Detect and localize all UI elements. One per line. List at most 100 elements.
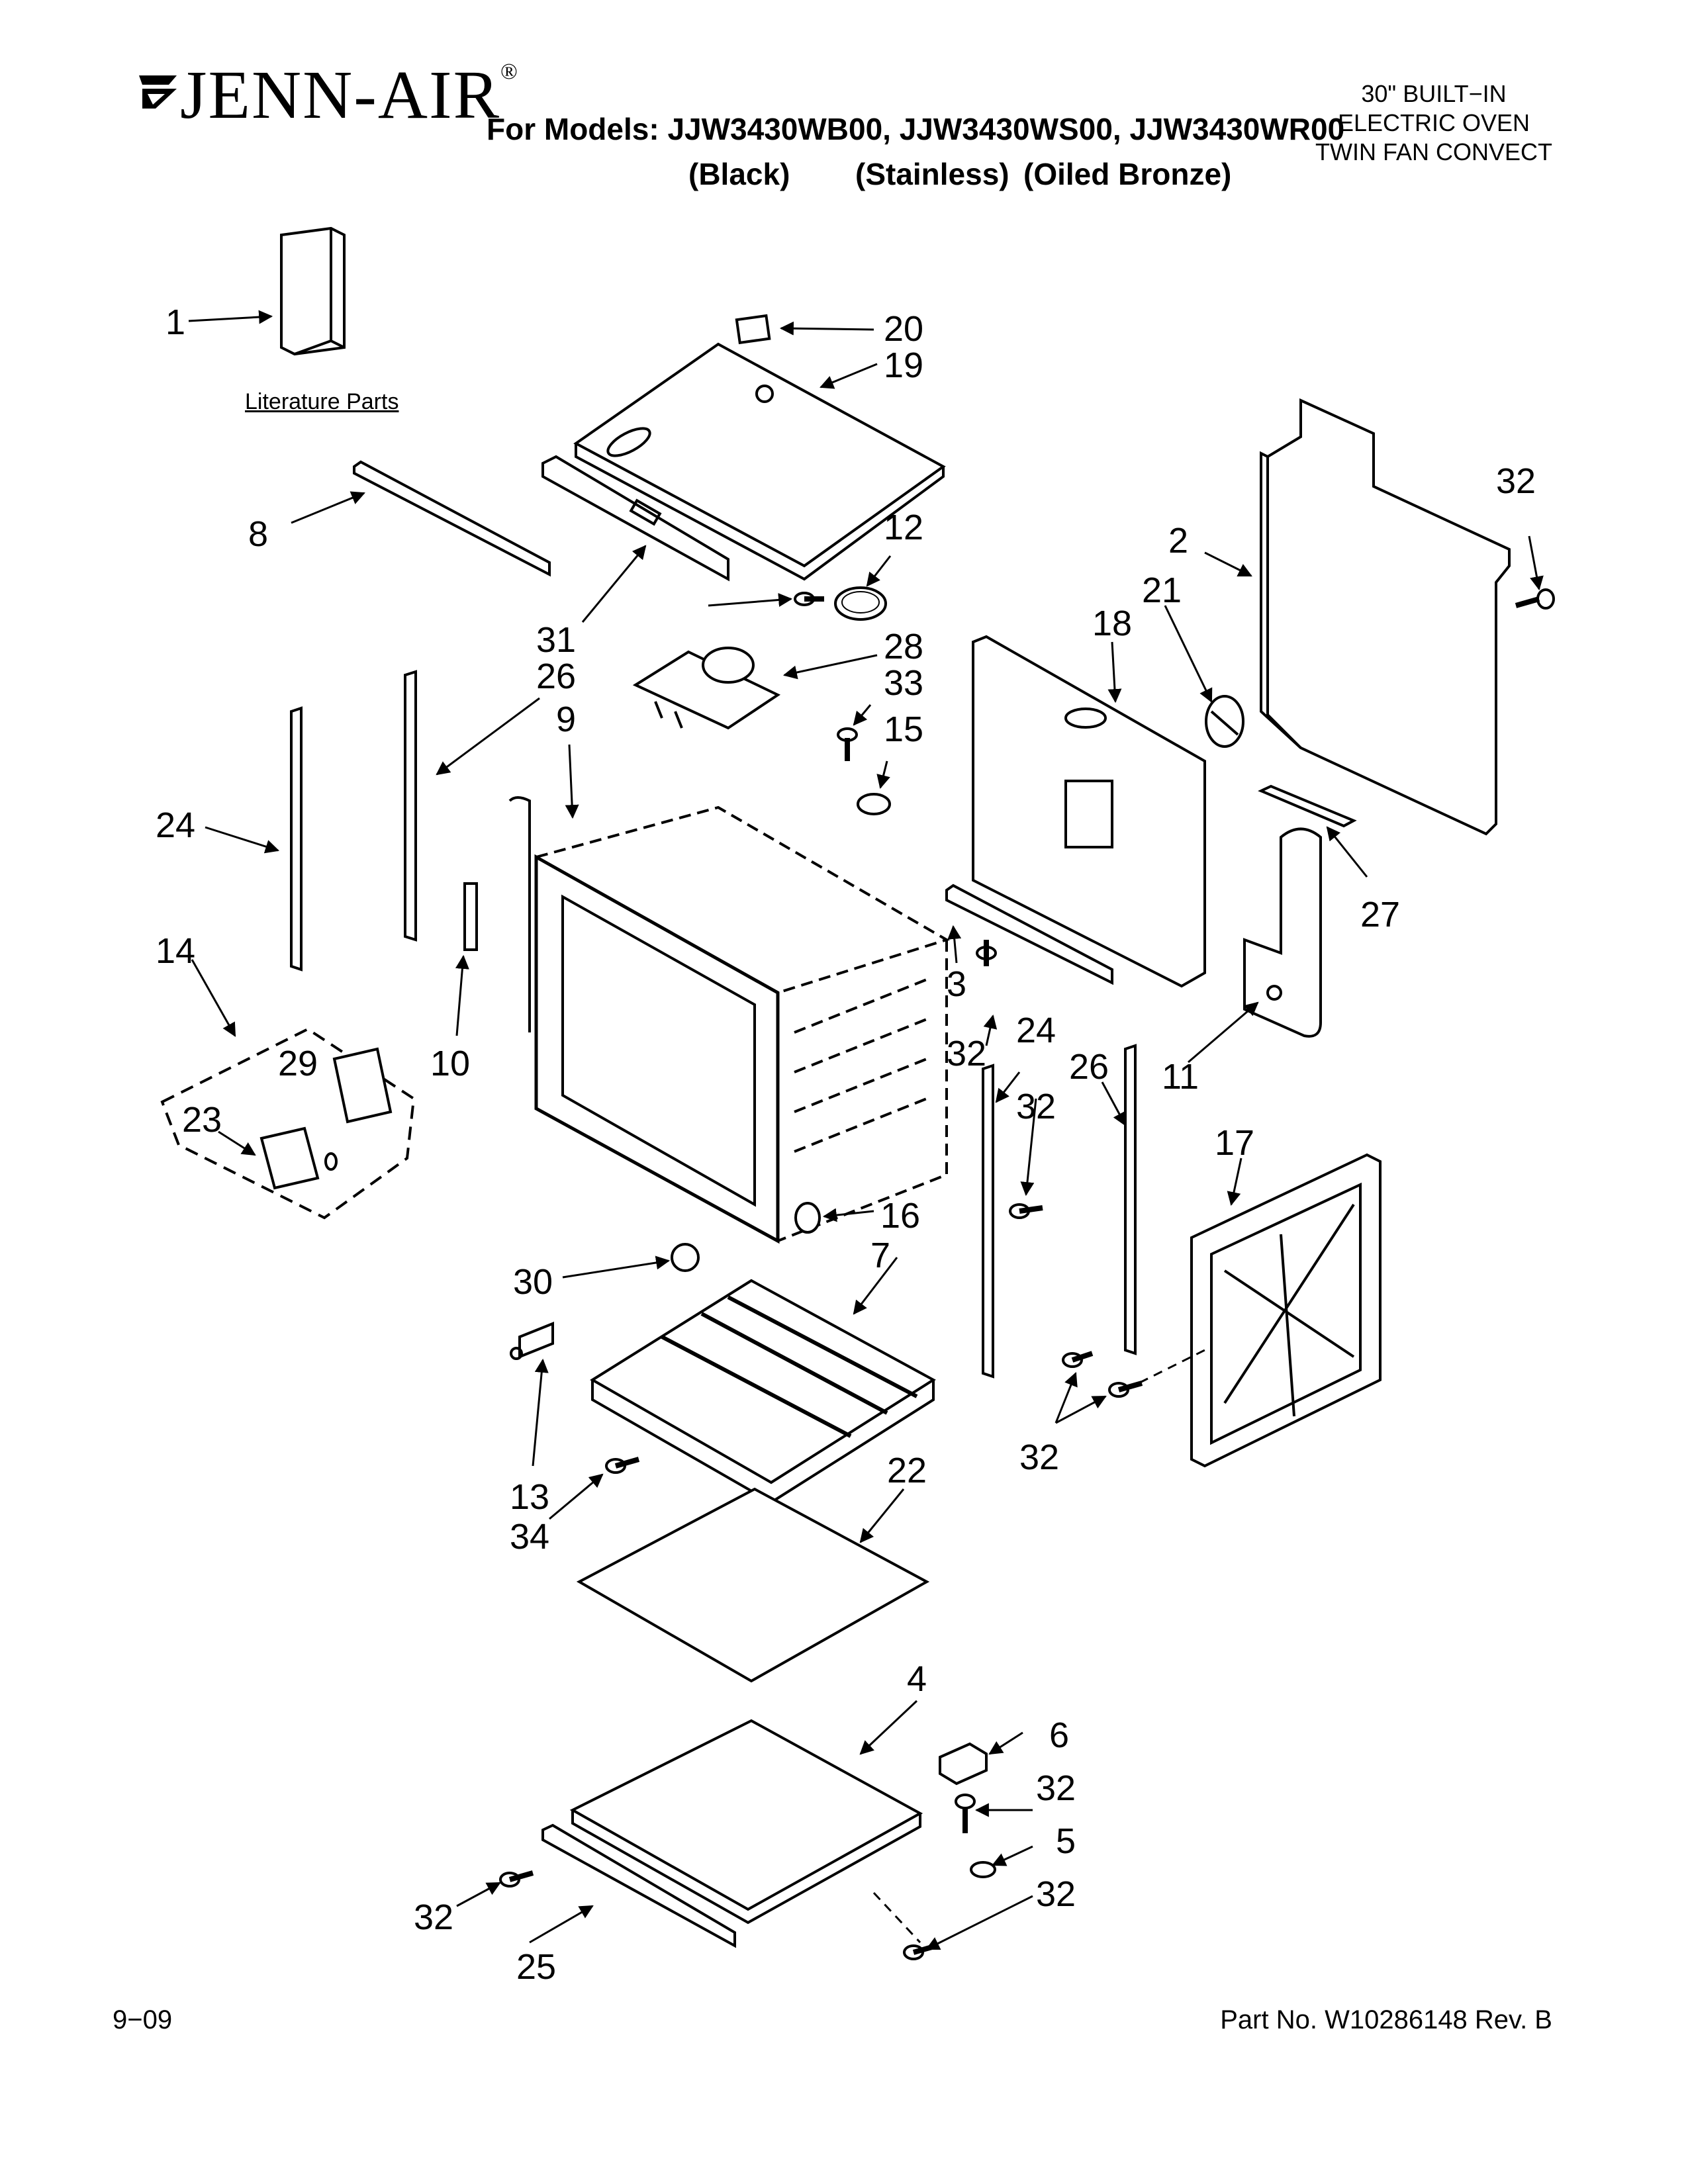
variant-black: (Black) <box>688 157 790 191</box>
part-6-bracket <box>939 1742 988 1786</box>
callout-2: 2 <box>1168 521 1188 561</box>
callout-22: 22 <box>887 1451 927 1490</box>
callout-24-right: 24 <box>1016 1011 1056 1050</box>
part-22-insulation-panel <box>576 1487 930 1683</box>
part-14-light-assembly <box>160 1027 416 1220</box>
callout-9: 9 <box>556 700 576 739</box>
variant-stainless: (Stainless) <box>855 157 1009 191</box>
callout-30: 30 <box>513 1262 553 1302</box>
part-32-screw-base-right <box>903 1943 938 1960</box>
part-19-top-panel <box>573 342 946 581</box>
callout-24-left: 24 <box>156 805 195 845</box>
part-26-side-rail-right <box>1124 1044 1137 1355</box>
part-24-side-rail-left <box>290 706 303 972</box>
part-11-hole <box>1266 985 1282 1001</box>
variant-oiled-bronze: (Oiled Bronze) <box>1023 157 1232 191</box>
callout-32-channel: 32 <box>947 1034 986 1073</box>
part-27-bracket <box>1258 784 1357 828</box>
part-24-side-rail-right <box>982 1064 994 1379</box>
product-line-3: TWIN FAN CONVECT <box>1315 138 1552 165</box>
product-description: 30" BUILT−IN ELECTRIC OVEN TWIN FAN CONV… <box>1315 79 1552 167</box>
part-2-wrapper <box>1260 398 1511 836</box>
part-8-rail <box>353 460 551 577</box>
callout-28: 28 <box>884 627 923 666</box>
callout-25: 25 <box>516 1947 556 1987</box>
part-32-screw-3 <box>976 940 997 966</box>
callout-21: 21 <box>1142 570 1182 610</box>
callout-31: 31 <box>536 620 576 660</box>
brand-logo-text: JENN-AIR® <box>180 61 519 130</box>
callout-32-lower: 32 <box>1019 1437 1059 1477</box>
footer-part-number: Part No. W10286148 Rev. B <box>1220 2005 1552 2034</box>
callout-4: 4 <box>907 1659 927 1699</box>
callout-12: 12 <box>884 508 923 547</box>
callout-32-base-right: 32 <box>1036 1874 1076 1914</box>
part-10-clip <box>463 882 478 951</box>
callout-29: 29 <box>278 1044 318 1083</box>
part-13-switch <box>510 1322 554 1360</box>
part-32-screw-rail <box>1009 1203 1043 1219</box>
callout-19: 19 <box>884 345 923 385</box>
callout-32-rail: 32 <box>1016 1087 1056 1126</box>
part-33-screw <box>837 727 858 761</box>
callout-3: 3 <box>947 964 966 1004</box>
callout-10: 10 <box>430 1044 470 1083</box>
part-11-insulation <box>1243 827 1322 1038</box>
part-28-motor-assembly <box>632 647 781 730</box>
literature-booklet <box>280 226 346 356</box>
callout-26-left: 26 <box>536 657 576 696</box>
part-15-grommet <box>857 793 891 815</box>
callout-8: 8 <box>248 514 268 554</box>
part-5-foot <box>970 1861 996 1878</box>
part-16-plug <box>794 1202 821 1234</box>
part-17-frame <box>1190 1153 1382 1468</box>
callout-26-right: 26 <box>1069 1047 1109 1087</box>
callout-6: 6 <box>1049 1715 1069 1755</box>
callout-1: 1 <box>165 302 185 342</box>
callout-15: 15 <box>884 709 923 749</box>
leader-lines <box>188 310 1544 1950</box>
callout-16: 16 <box>880 1196 920 1236</box>
callout-20: 20 <box>884 309 923 349</box>
part-9-oven-cavity <box>508 796 950 1244</box>
part-4-base <box>569 1719 923 1925</box>
part-32-screw-foot <box>955 1794 976 1833</box>
callout-labels: 1 20 19 32 8 12 31 28 26 33 2 21 18 9 15… <box>156 302 1536 1987</box>
part-32-screw-lower-1 <box>1062 1351 1094 1368</box>
callout-18: 18 <box>1092 604 1132 643</box>
part-12-vent <box>834 586 887 621</box>
brand-name: JENN-AIR <box>180 57 500 133</box>
callout-11: 11 <box>1162 1057 1199 1097</box>
part-18-rear-panel <box>972 635 1206 988</box>
callout-32-wrapper: 32 <box>1496 461 1536 501</box>
callout-17: 17 <box>1215 1123 1254 1163</box>
callout-23: 23 <box>182 1100 222 1140</box>
part-32-screw-top <box>794 592 824 606</box>
part-26-side-rail-left <box>404 670 417 942</box>
jenn-air-logo-icon <box>139 75 177 109</box>
literature-parts-label: Literature Parts <box>245 389 399 414</box>
callout-5: 5 <box>1056 1821 1076 1861</box>
callout-32-base-left: 32 <box>414 1897 453 1937</box>
part-32-screw-base-left <box>499 1870 534 1888</box>
part-32-screw-wrapper <box>1515 588 1555 610</box>
callout-13: 13 <box>510 1477 549 1517</box>
footer-date: 9−09 <box>113 2005 173 2034</box>
part-30-plug <box>671 1243 700 1272</box>
callout-27: 27 <box>1360 895 1400 934</box>
models-line: For Models: JJW3430WB00, JJW3430WS00, JJ… <box>487 112 1345 146</box>
product-line-1: 30" BUILT−IN <box>1361 80 1507 107</box>
part-7-bottom-tray <box>590 1279 936 1504</box>
part-3-channel <box>945 884 1113 985</box>
part-21-thermostat <box>1205 695 1244 748</box>
callout-33: 33 <box>884 663 923 703</box>
part-34-screw <box>605 1457 640 1474</box>
registered-mark: ® <box>500 60 519 84</box>
callout-34: 34 <box>510 1517 549 1557</box>
callout-14: 14 <box>156 931 195 971</box>
part-25-front-rail <box>541 1823 736 1948</box>
part-12-vent-inner <box>841 591 880 614</box>
product-line-2: ELECTRIC OVEN <box>1337 109 1530 136</box>
